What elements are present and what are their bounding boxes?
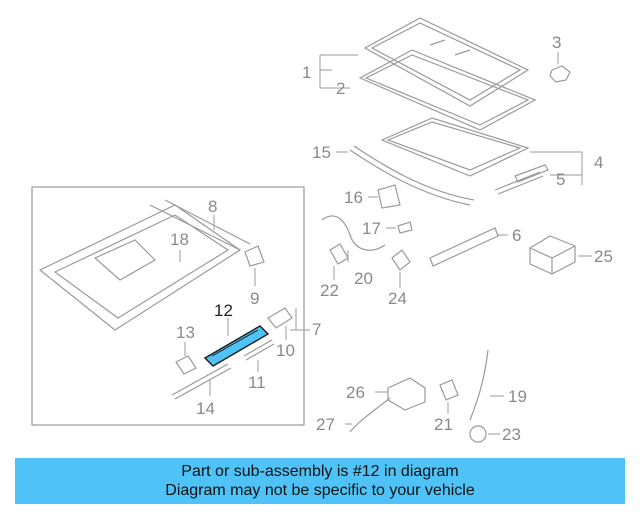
hose-20 xyxy=(321,215,386,251)
bolt xyxy=(549,65,571,83)
callout-15: 15 xyxy=(312,143,331,162)
callout-18: 18 xyxy=(170,230,189,249)
callout-21: 21 xyxy=(434,415,453,434)
callout-2: 2 xyxy=(336,79,345,98)
callout-19: 19 xyxy=(508,387,527,406)
callout-8: 8 xyxy=(208,197,217,216)
callout-13: 13 xyxy=(176,323,195,342)
part-10 xyxy=(267,307,293,329)
seal-frame xyxy=(358,49,537,131)
part-13 xyxy=(175,355,197,375)
highlighted-part-12[interactable] xyxy=(203,325,270,367)
leader-lines xyxy=(179,52,592,435)
part-26 xyxy=(387,377,426,411)
callout-10: 10 xyxy=(276,341,295,360)
part-21 xyxy=(439,379,459,401)
callout-6: 6 xyxy=(512,226,521,245)
part-22 xyxy=(329,243,349,265)
frame-assembly xyxy=(38,199,251,331)
callout-9: 9 xyxy=(250,289,259,308)
banner-line-2: Diagram may not be specific to your vehi… xyxy=(165,482,475,499)
callout-17: 17 xyxy=(362,219,381,238)
callout-24: 24 xyxy=(388,289,407,308)
part-14 xyxy=(171,363,232,400)
part-23 xyxy=(469,425,487,443)
part-24 xyxy=(391,249,411,271)
callout-5: 5 xyxy=(556,170,565,189)
callout-22: 22 xyxy=(320,281,339,300)
info-banner: Part or sub-assembly is #12 in diagram D… xyxy=(15,458,625,504)
frame-box xyxy=(31,186,305,426)
part-27 xyxy=(349,397,391,433)
callout-23: 23 xyxy=(502,425,521,444)
rail-6 xyxy=(429,227,499,267)
callout-27: 27 xyxy=(316,415,335,434)
callout-20: 20 xyxy=(354,269,373,288)
banner-line-1: Part or sub-assembly is #12 in diagram xyxy=(181,463,459,480)
callout-16: 16 xyxy=(344,188,363,207)
callout-11: 11 xyxy=(248,373,266,392)
callout-26: 26 xyxy=(346,383,365,402)
callout-14: 14 xyxy=(196,399,215,418)
part-9 xyxy=(244,245,265,267)
callout-7: 7 xyxy=(312,320,321,339)
sunshade xyxy=(349,117,530,206)
guide-parts xyxy=(494,164,549,195)
hose-19 xyxy=(469,349,489,421)
module-25 xyxy=(529,235,576,275)
parts-diagram: 1 2 3 4 5 6 7 8 9 10 11 12 13 14 15 16 1… xyxy=(31,17,613,444)
callout-12[interactable]: 12 xyxy=(214,301,233,320)
part-16 xyxy=(377,184,401,209)
part-11 xyxy=(243,339,275,361)
callout-3: 3 xyxy=(552,33,561,52)
callout-4: 4 xyxy=(594,153,603,172)
callout-25: 25 xyxy=(594,247,613,266)
callout-1: 1 xyxy=(302,63,311,82)
part-17 xyxy=(397,221,413,234)
